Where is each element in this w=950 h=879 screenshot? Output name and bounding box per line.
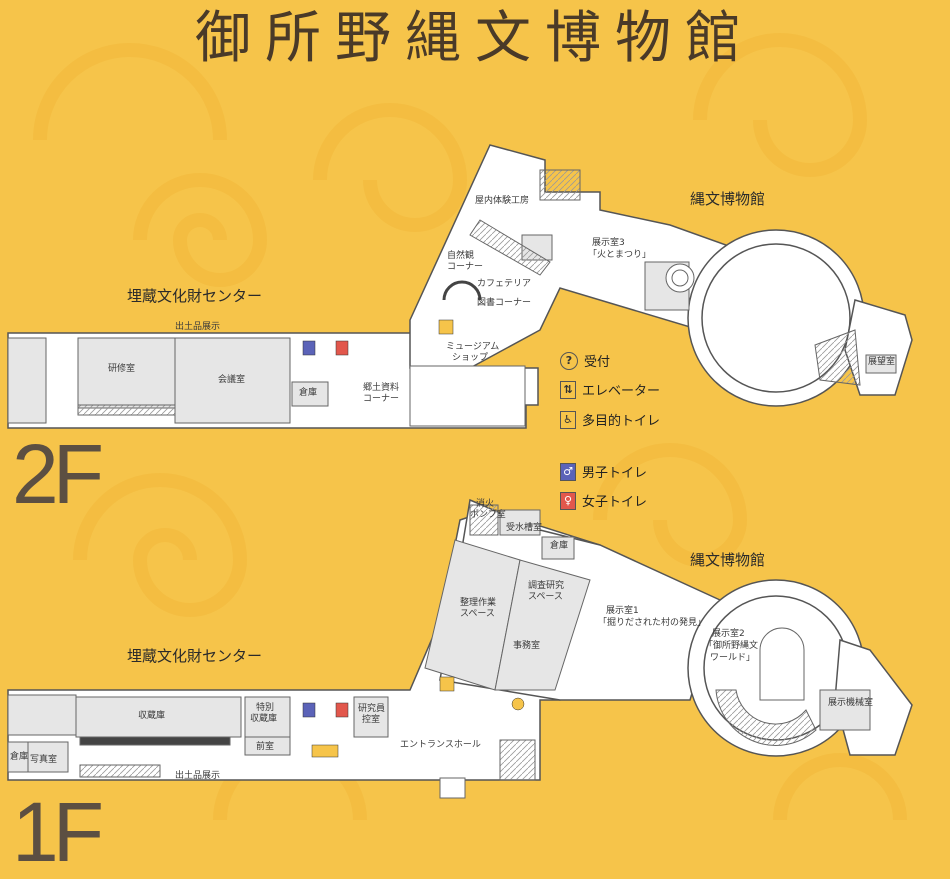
legend-item-elevator: ⇅ エレベーター (560, 380, 660, 399)
floor2-storage-label: 倉庫 (299, 388, 318, 398)
multipurpose-toilet-icon: ♿ (560, 410, 576, 429)
floor1-pump-label-2: ポンプ室 (470, 510, 506, 520)
floor1-storage-label: 倉庫 (550, 541, 569, 551)
legend-label-multipurpose-toilet: 多目的トイレ (582, 414, 661, 429)
floor1-repository-label: 収蔵庫 (138, 711, 166, 721)
legend-item-womens-toilet: ♀ 女子トイレ (560, 491, 647, 510)
floor1-exhibit1-label-2: 「掘りだされた村の発見」 (598, 618, 707, 628)
floor1-wing-right-title: 縄文博物館 (690, 551, 766, 569)
floor1-water-tank-label: 受水槽室 (506, 523, 543, 533)
floor1-womens-toilet-marker (335, 702, 349, 718)
legend-label-mens-toilet: 男子トイレ (582, 466, 648, 481)
floor2-conference-room (174, 337, 291, 424)
floor1-staff-room (353, 696, 389, 738)
floor2-exhibit3-label-2: 「火とまつり」 (588, 250, 652, 260)
womens-toilet-icon: ♀ (560, 491, 576, 510)
reception-icon: ? (560, 351, 578, 370)
floor2-indoor-workshop-label: 屋内体験工房 (475, 196, 530, 206)
floor1-multipurpose-toilet-marker (311, 744, 339, 758)
floor1-research-label-1: 調査研究 (528, 581, 565, 591)
legend-item-reception: ? 受付 (560, 351, 610, 370)
floor1-front-room (244, 736, 291, 756)
elevator-icon: ⇅ (560, 380, 576, 399)
floor1-staff-label-2: 控室 (362, 715, 381, 725)
floor1-machine-room-label: 展示機械室 (828, 698, 874, 708)
floor2-library-label: 図書コーナー (477, 298, 532, 308)
floor2-conference-label: 会議室 (218, 375, 246, 385)
floor1-mens-toilet-marker (302, 702, 316, 718)
floor1-artifact-display-label: 出土品展示 (175, 771, 221, 781)
floor1-photo-room (27, 741, 69, 773)
floor2-local-history-label-1: 郷土資料 (363, 383, 400, 393)
mens-toilet-icon: ♂ (560, 462, 576, 481)
floor1-special-repo-label-1: 特別 (256, 703, 275, 713)
floor-1-inner-rooms (7, 504, 871, 799)
legend-item-mens-toilet: ♂ 男子トイレ (560, 462, 647, 481)
floor1-staff-label-1: 研究員 (358, 704, 386, 714)
floor1-grey-block-left (7, 694, 77, 736)
floor2-training-label: 研修室 (108, 364, 136, 374)
floor2-training-room (77, 337, 176, 409)
floor2-self-study-label-1: 自然観 (447, 251, 475, 261)
floor1-office-label: 事務室 (513, 641, 541, 651)
floor1-exhibit2-label-2: 「御所野縄文 (704, 641, 759, 651)
floor1-research-label-2: スペース (528, 592, 563, 602)
floor2-storage-room (291, 381, 329, 407)
floor1-exhibit2-label-1: 展示室2 (712, 629, 745, 639)
floor2-cafeteria-label: カフェテリア (477, 279, 532, 289)
floor1-elevator-marker (439, 676, 455, 692)
floor1-front-room-label: 前室 (256, 742, 275, 752)
floor2-observation-label: 展望室 (868, 357, 896, 367)
floor1-reception-marker (511, 697, 525, 711)
floor1-photo-room-label: 写真室 (30, 755, 58, 765)
floor1-wing-left-title: 埋蔵文化財センター (127, 647, 263, 665)
floor1-processing-label-2: スペース (460, 609, 495, 619)
floor2-museum-shop-label-1: ミュージアム (446, 342, 500, 352)
legend-item-multipurpose-toilet: ♿ 多目的トイレ (560, 410, 660, 429)
floor2-local-history-label-2: コーナー (363, 394, 400, 404)
floor2-museum-shop-label-2: ショップ (452, 353, 489, 363)
floor2-elevator-marker (438, 319, 454, 335)
floor-label-1f: 1F (12, 785, 104, 879)
floor2-wing-right-title: 縄文博物館 (690, 190, 766, 208)
page-title: 御所野縄文博物館 (195, 6, 755, 71)
floor1-store-label: 倉庫 (10, 752, 29, 762)
floor2-wing-left-title: 埋蔵文化財センター (127, 287, 263, 305)
floor2-exhibit3-label-1: 展示室3 (592, 238, 625, 248)
legend-label-elevator: エレベーター (582, 384, 661, 399)
floor2-mens-toilet-marker (302, 340, 316, 356)
floor2-womens-toilet-marker (335, 340, 349, 356)
floor2-artifact-display-label: 出土品展示 (175, 322, 221, 332)
floor2-diagonal-block (409, 144, 742, 369)
floor1-repository (75, 696, 242, 738)
floor-label-2f: 2F (12, 427, 104, 521)
floor1-exhibit1-label-1: 展示室1 (606, 606, 639, 616)
floor1-exhibit2-label-3: ワールド」 (710, 653, 756, 663)
floor2-grey-block-left (7, 337, 47, 424)
floor-2-inner-rooms (7, 169, 897, 427)
floor2-self-study-label-2: コーナー (447, 262, 484, 272)
floor1-entrance-label: エントランスホール (400, 740, 481, 750)
floor1-special-repo-label-2: 収蔵庫 (250, 714, 278, 724)
legend-label-reception: 受付 (584, 355, 611, 370)
legend-label-womens-toilet: 女子トイレ (582, 495, 648, 510)
floor1-processing-label-1: 整理作業 (460, 598, 497, 608)
floor1-pump-label-1: 消火 (476, 499, 495, 509)
floor1-research-space (494, 559, 591, 691)
